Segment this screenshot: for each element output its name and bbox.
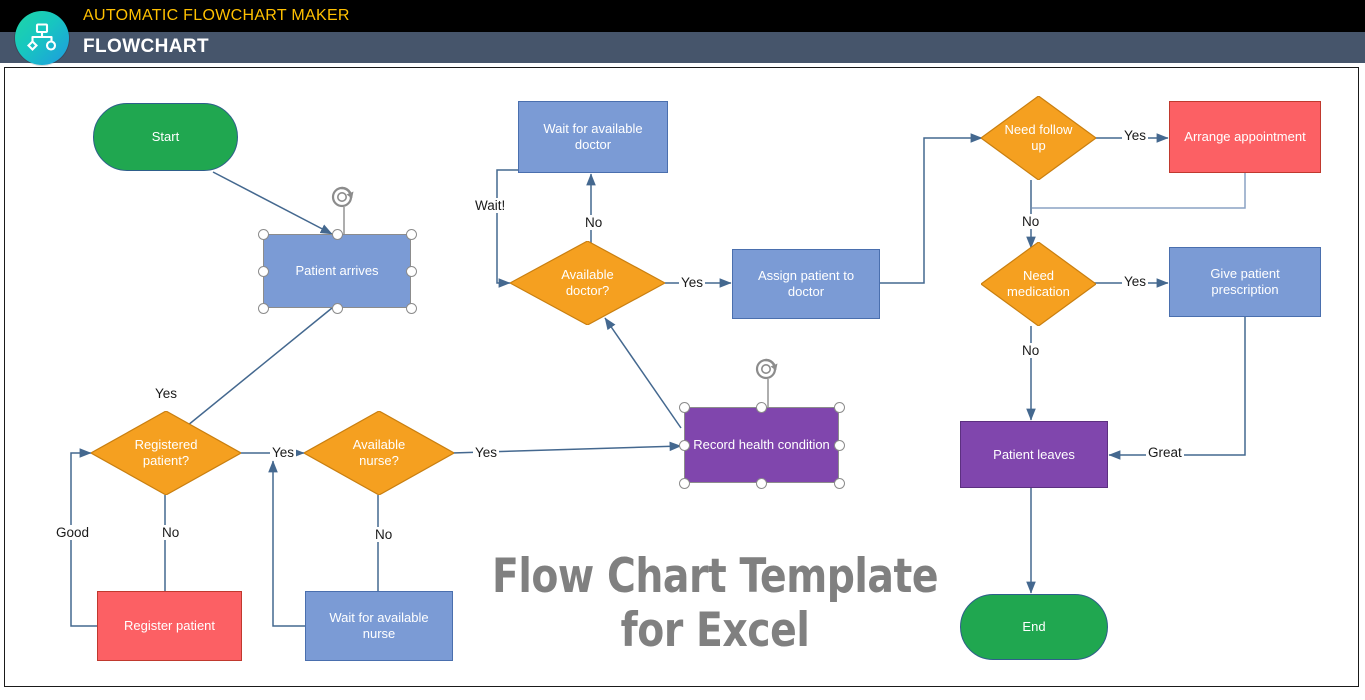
node-record-health-label: Record health condition [693,437,830,453]
selection-handle[interactable] [678,401,690,413]
node-give-prescription[interactable]: Give patient prescription [1169,247,1321,317]
header-top-bar [0,0,1365,32]
node-need-medication-label: Need medication [1007,268,1070,299]
node-wait-doctor[interactable]: Wait for available doctor [518,101,668,173]
watermark-line-2: for Excel [620,603,810,659]
node-wait-nurse[interactable]: Wait for available nurse [305,591,453,661]
node-patient-leaves[interactable]: Patient leaves [960,421,1108,488]
selection-handle[interactable] [833,439,845,451]
node-start[interactable]: Start [93,103,238,171]
node-end[interactable]: End [960,594,1108,660]
flowchart-hierarchy-icon [15,11,69,65]
node-patient-arrives-label: Patient arrives [295,263,379,279]
selection-handle[interactable] [257,228,269,240]
selection-handle[interactable] [405,228,417,240]
node-need-followup[interactable]: Need follow up [981,96,1096,180]
edge-label-no-followup: No [1020,214,1042,229]
watermark-text: Flow Chart Template for Excel [473,549,957,659]
node-assign-doctor-label: Assign patient to doctor [757,268,855,299]
node-register-patient[interactable]: Register patient [97,591,242,661]
selection-handle[interactable] [257,265,269,277]
node-end-label: End [1022,619,1046,635]
node-available-nurse[interactable]: Available nurse? [304,411,454,495]
edge-label-no-medication: No [1020,343,1042,358]
node-register-patient-label: Register patient [123,618,216,634]
node-arrange-appointment-label: Arrange appointment [1184,129,1306,145]
node-give-prescription-label: Give patient prescription [1210,266,1280,297]
node-available-doctor-label: Available doctor? [561,267,614,298]
node-registered-patient[interactable]: Registered patient? [91,411,241,495]
node-arrange-appointment[interactable]: Arrange appointment [1169,101,1321,173]
watermark-line-1: Flow Chart Template [491,549,939,604]
header-bottom-bar [0,32,1365,63]
node-patient-arrives[interactable]: Patient arrives [263,234,411,308]
node-registered-patient-label: Registered patient? [134,437,198,468]
edge-label-no-registered: No [160,525,182,540]
header-eyebrow: AUTOMATIC FLOWCHART MAKER [83,7,350,24]
node-available-doctor[interactable]: Available doctor? [510,241,665,325]
selection-handle[interactable] [833,477,845,489]
edge-label-yes-record: Yes [473,445,500,460]
selection-handle[interactable] [257,302,269,314]
edge-label-yes-medication: Yes [1122,274,1149,289]
edge-label-yes-followup: Yes [1122,128,1149,143]
node-need-followup-label: Need follow up [1004,122,1073,153]
selection-handle[interactable] [331,228,343,240]
node-need-medication[interactable]: Need medication [981,242,1096,326]
edge-label-great: Great [1146,445,1184,460]
edge-label-yes-registered: Yes [153,386,180,401]
edge-label-yes-doctor: Yes [679,275,706,290]
flowchart-canvas[interactable]: Start Patient arrives [4,67,1359,687]
selection-handle[interactable] [678,439,690,451]
node-available-nurse-label: Available nurse? [352,437,406,468]
selection-handle[interactable] [756,401,767,413]
rotate-handle-record-health[interactable] [751,357,785,415]
node-wait-nurse-label: Wait for available nurse [329,610,429,641]
node-patient-leaves-label: Patient leaves [993,446,1075,462]
node-record-health[interactable]: Record health condition [684,407,839,483]
page-title: FLOWCHART [83,36,210,57]
node-assign-doctor[interactable]: Assign patient to doctor [732,249,880,319]
node-start-label: Start [151,129,180,145]
node-wait-doctor-label: Wait for available doctor [543,121,643,152]
edge-label-no-nurse: No [373,527,395,542]
edge-label-no-doctor: No [583,215,605,230]
selection-handle[interactable] [405,302,417,314]
selection-handle[interactable] [833,401,845,413]
selection-handle[interactable] [678,477,690,489]
edge-label-good: Good [54,525,92,540]
selection-handle[interactable] [405,265,417,277]
edge-label-wait-bang: Wait! [473,198,508,213]
selection-handle[interactable] [331,302,343,314]
selection-handle[interactable] [756,477,767,489]
edge-label-yes-nurse: Yes [270,445,297,460]
rotate-handle-patient-arrives[interactable] [327,185,361,242]
